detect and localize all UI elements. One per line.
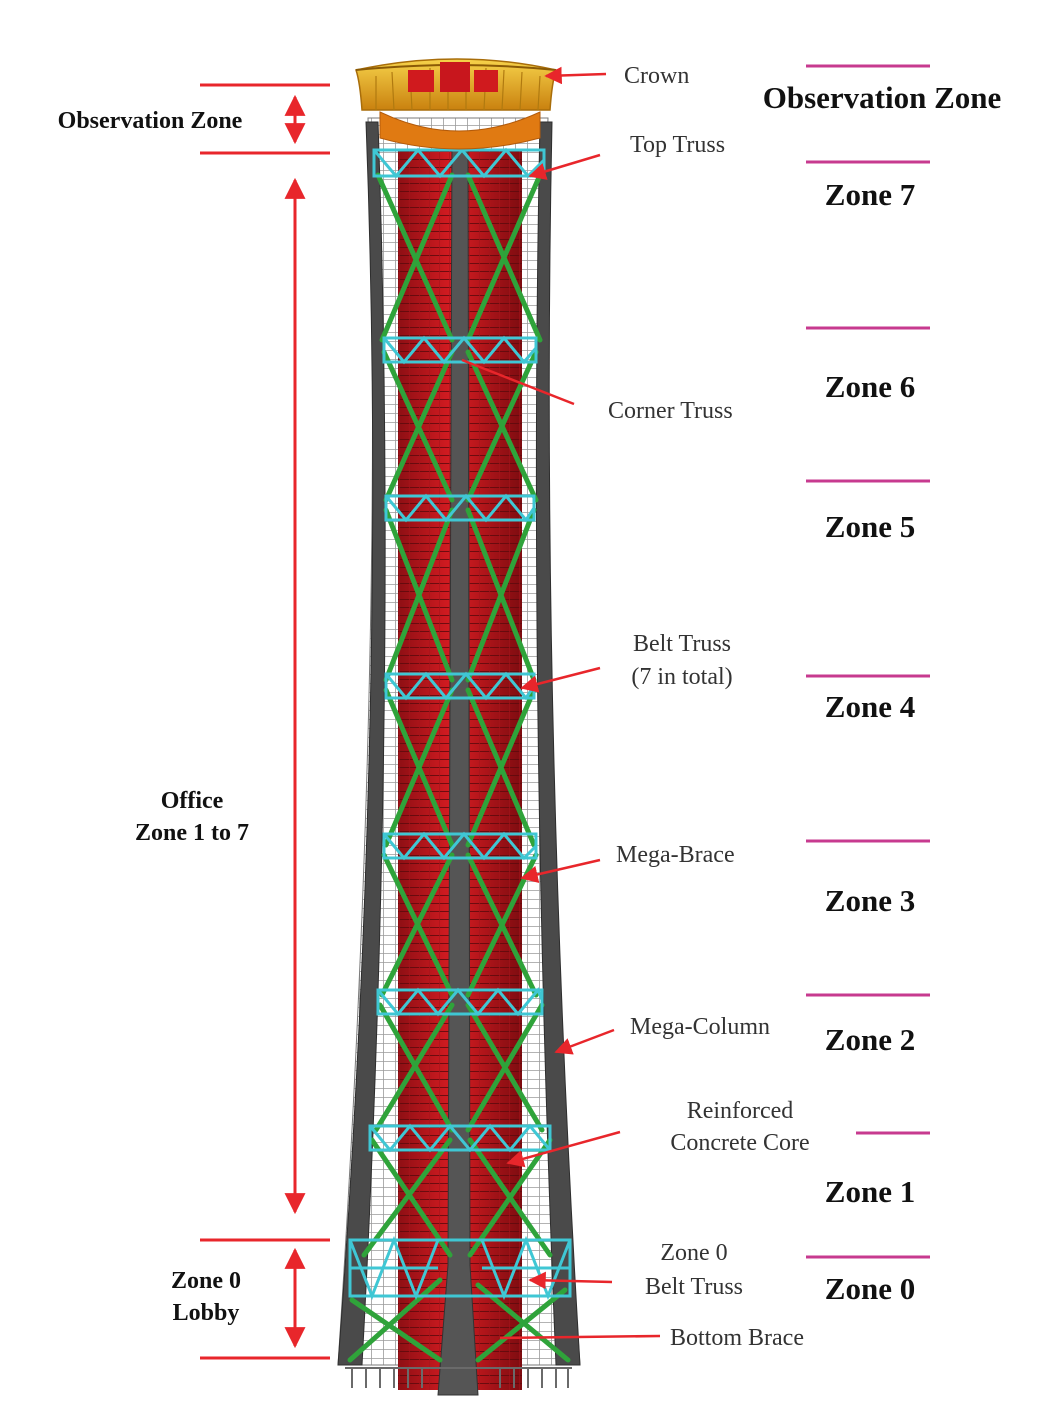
bottom-brace-label: Bottom Brace [670,1325,804,1351]
zone-label-6: Zone 6 [825,369,915,404]
office-label-line-1: Office [161,788,224,814]
mega-column-right [535,121,581,1366]
mega-braces [347,172,571,1363]
belt-truss-6 [368,1123,552,1153]
zone0-belt-truss [348,1235,572,1301]
zone-label-4: Zone 4 [825,689,915,724]
right-zone-dividers [806,64,930,1259]
zone-label-2: Zone 2 [825,1022,915,1057]
belt-truss-1 [382,335,538,365]
foundation-piles [345,1367,572,1388]
zone0-belt-truss-label-line-2: Belt Truss [645,1274,743,1300]
tower-model [337,58,581,1396]
lobby-label-line-2: Lobby [173,1300,240,1326]
component-labels: Crown Top Truss Corner Truss Belt Truss … [608,63,810,1351]
mega-column-left [337,121,386,1366]
right-zone-labels: Observation Zone Zone 7 Zone 6 Zone 5 Zo… [763,80,1002,1306]
zone-label-observation: Observation Zone [763,80,1002,115]
top-truss [372,147,546,179]
mega-brace-label: Mega-Brace [616,842,735,868]
bottom-brace [347,1277,571,1363]
crown-structure [355,58,557,150]
belt-trusses [348,147,572,1301]
zone-label-3: Zone 3 [825,883,915,918]
zone-label-5: Zone 5 [825,509,915,544]
zone-label-7: Zone 7 [825,177,915,212]
zone-label-1: Zone 1 [825,1174,915,1209]
belt-truss-5 [376,987,544,1017]
observation-zone-left-label: Observation Zone [58,108,243,134]
left-zone-labels: Observation Zone Office Zone 1 to 7 Zone… [58,108,249,1326]
belt-truss-label-line-2: (7 in total) [631,664,732,690]
belt-truss-2 [384,493,536,523]
zone-label-0: Zone 0 [825,1271,915,1306]
corner-truss-label: Corner Truss [608,398,733,424]
core-label-line-1: Reinforced [687,1098,794,1124]
office-label-line-2: Zone 1 to 7 [135,820,249,846]
component-callout-arrows [461,66,661,1340]
core-label-line-2: Concrete Core [670,1130,809,1156]
belt-truss-label-line-1: Belt Truss [633,631,731,657]
mega-column-label: Mega-Column [630,1014,770,1040]
top-truss-label: Top Truss [630,132,725,158]
zone0-belt-truss-label-line-1: Zone 0 [660,1240,727,1266]
left-dimension-lines [200,83,330,1360]
belt-truss-4 [382,831,538,861]
crown-label: Crown [624,63,689,89]
lobby-label-line-1: Zone 0 [171,1268,241,1294]
